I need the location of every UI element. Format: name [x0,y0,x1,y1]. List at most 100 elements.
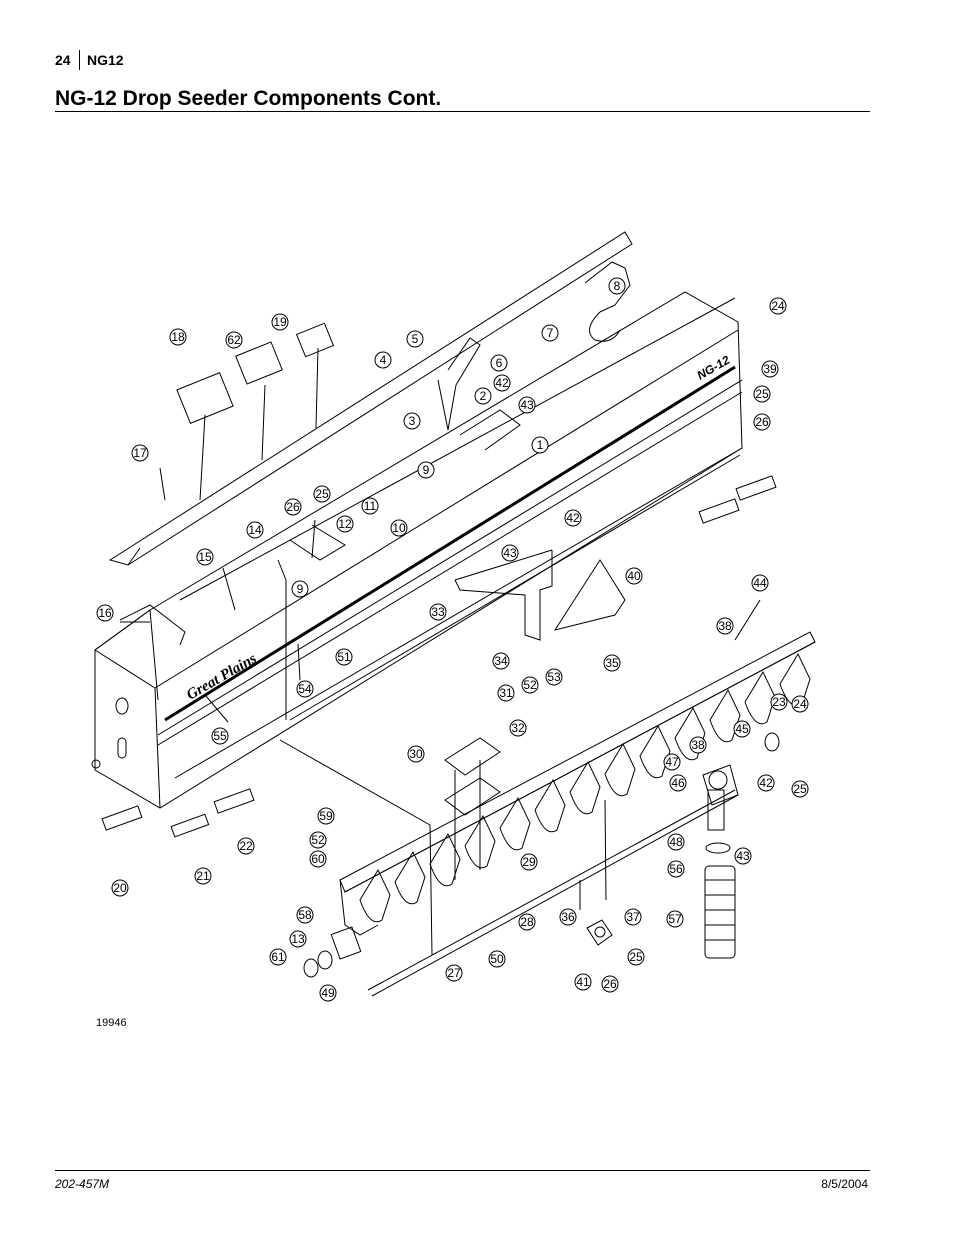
callout-25: 25 [627,948,645,966]
callout-6: 6 [490,354,508,372]
doc-date: 8/5/2004 [821,1177,868,1191]
svg-text:49: 49 [321,986,335,1000]
svg-text:40: 40 [627,569,641,583]
svg-text:38: 38 [691,738,705,752]
svg-text:55: 55 [213,729,227,743]
svg-text:35: 35 [605,656,619,670]
svg-text:48: 48 [669,835,683,849]
callout-21: 21 [194,867,212,885]
svg-text:23: 23 [772,695,786,709]
footer-rule [55,1170,870,1171]
callout-1: 1 [531,436,549,454]
svg-text:22: 22 [239,839,253,853]
svg-text:47: 47 [665,755,679,769]
callout-41: 41 [574,973,592,991]
svg-text:9: 9 [423,463,430,477]
decal-19 [295,322,335,358]
callout-29: 29 [520,853,538,871]
svg-text:52: 52 [311,833,325,847]
callout-60: 60 [309,850,327,868]
callout-7: 7 [541,324,559,342]
callout-42: 42 [564,509,582,527]
svg-text:21: 21 [196,869,210,883]
svg-text:15: 15 [198,550,212,564]
callout-8: 8 [608,277,626,295]
svg-text:25: 25 [315,487,329,501]
svg-text:4: 4 [380,353,387,367]
callout-13: 13 [289,930,307,948]
callout-61: 61 [269,948,287,966]
callout-17: 17 [131,444,149,462]
callout-59: 59 [317,807,335,825]
svg-text:1: 1 [537,438,544,452]
svg-text:9: 9 [297,582,304,596]
section-tag: NG12 [87,52,124,68]
callout-43: 43 [501,544,519,562]
svg-text:42: 42 [495,376,509,390]
page-title: NG-12 Drop Seeder Components Cont. [55,87,442,110]
svg-text:34: 34 [494,654,508,668]
callout-53: 53 [545,668,563,686]
svg-text:16: 16 [98,606,112,620]
svg-text:42: 42 [566,511,580,525]
svg-text:53: 53 [547,670,561,684]
figure-id: 19946 [96,1017,127,1029]
svg-text:29: 29 [522,855,536,869]
svg-text:7: 7 [547,326,554,340]
callout-3: 3 [403,412,421,430]
svg-text:54: 54 [298,682,312,696]
svg-text:14: 14 [248,523,262,537]
callout-38: 38 [689,736,707,754]
svg-text:36: 36 [561,910,575,924]
hopper-box [94,291,743,809]
callout-9: 9 [417,461,435,479]
svg-text:31: 31 [499,686,513,700]
callout-26: 26 [753,413,771,431]
bearing-58 [330,926,362,960]
svg-text:5: 5 [412,332,419,346]
svg-text:27: 27 [447,966,461,980]
callout-2: 2 [474,387,492,405]
callout-16: 16 [96,604,114,622]
svg-text:46: 46 [671,776,685,790]
callout-9: 9 [291,580,309,598]
callout-34: 34 [492,652,510,670]
title-rule [55,111,870,112]
svg-text:2: 2 [480,389,487,403]
callout-58: 58 [296,906,314,924]
callout-45: 45 [733,720,751,738]
svg-text:28: 28 [520,915,534,929]
svg-text:19: 19 [273,315,287,329]
callout-33: 33 [429,603,447,621]
svg-text:33: 33 [431,605,445,619]
callout-49: 49 [319,984,337,1002]
callout-43: 43 [518,396,536,414]
callout-62: 62 [225,331,243,349]
svg-text:43: 43 [503,546,517,560]
callout-42: 42 [757,774,775,792]
doc-number: 202-457M [55,1177,110,1191]
seed-cups [359,652,811,923]
svg-text:37: 37 [626,910,640,924]
callout-10: 10 [390,519,408,537]
callout-18: 18 [169,328,187,346]
callout-55: 55 [211,727,229,745]
callout-39: 39 [761,360,779,378]
callout-20: 20 [111,879,129,897]
callout-22: 22 [237,837,255,855]
callout-52: 52 [521,676,539,694]
callout-36: 36 [559,908,577,926]
callout-15: 15 [196,548,214,566]
svg-text:26: 26 [286,500,300,514]
decal-62 [235,341,283,385]
svg-text:44: 44 [753,576,767,590]
callout-25: 25 [791,780,809,798]
callout-48: 48 [667,833,685,851]
svg-text:24: 24 [793,697,807,711]
callout-26: 26 [601,975,619,993]
svg-text:60: 60 [311,852,325,866]
brand-decal: Great Plains [184,651,260,704]
page-number: 24 [55,52,71,68]
svg-text:20: 20 [113,881,127,895]
